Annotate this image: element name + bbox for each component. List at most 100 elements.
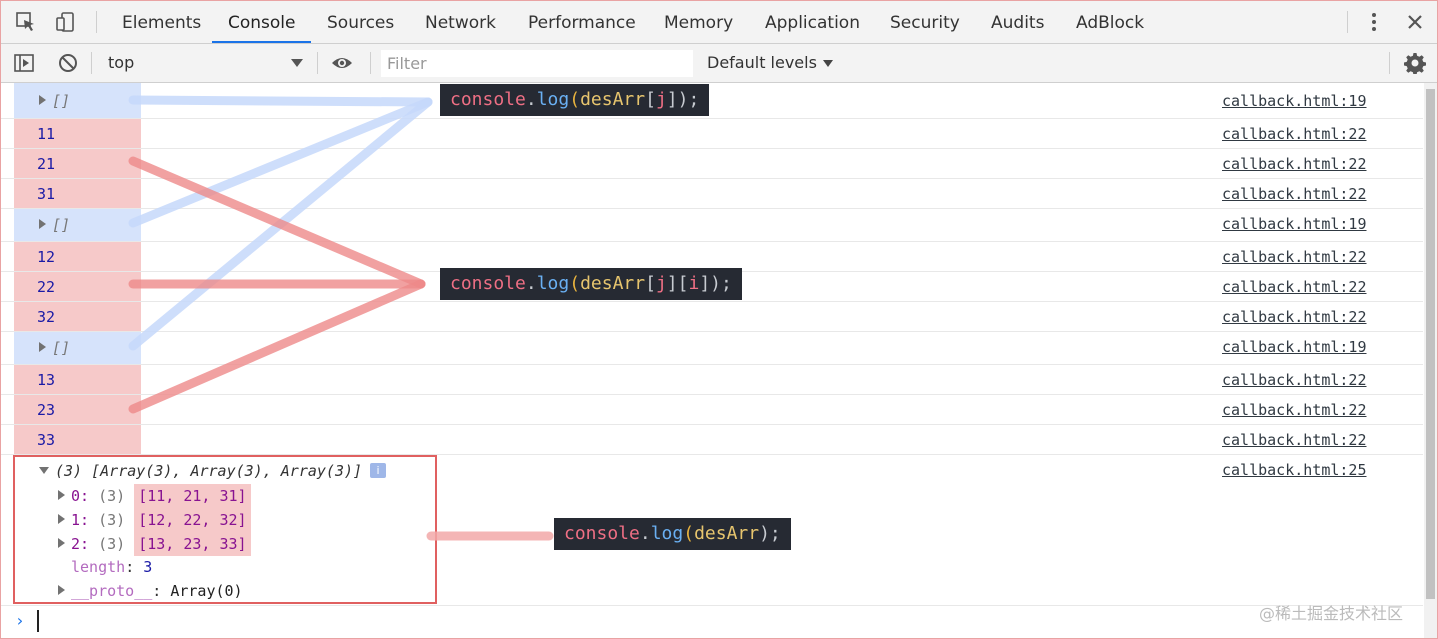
console-row[interactable]: 32 callback.html:22 (1, 302, 1423, 332)
console-input-caret[interactable] (37, 610, 39, 632)
source-link[interactable]: callback.html:25 (1222, 461, 1367, 479)
tab-application[interactable]: Application (765, 13, 860, 33)
context-selector[interactable]: top (99, 44, 309, 82)
close-icon[interactable] (1404, 11, 1426, 33)
row-highlight (14, 272, 141, 301)
toolbar-separator (1389, 52, 1390, 74)
eye-icon[interactable] (331, 52, 353, 74)
console-row-object[interactable]: callback.html:25 (1, 455, 1423, 606)
console-row[interactable]: 22 callback.html:22 (1, 272, 1423, 302)
filter-input[interactable]: Filter (381, 50, 693, 77)
inspect-element-icon[interactable] (15, 11, 37, 33)
log-levels-dropdown[interactable]: Default levels (707, 53, 833, 72)
array-preview[interactable]: [] (39, 339, 70, 357)
log-value: 11 (37, 125, 56, 143)
gear-icon[interactable] (1404, 52, 1426, 74)
log-value: 21 (37, 155, 56, 173)
expand-triangle-icon (39, 219, 46, 229)
source-link[interactable]: callback.html:19 (1222, 92, 1367, 110)
toolbar-separator (370, 52, 371, 74)
log-value: 23 (37, 401, 56, 419)
devtools-tabbar: Elements Console Sources Network Perform… (1, 1, 1437, 44)
row-highlight (14, 365, 141, 394)
log-value: 31 (37, 185, 56, 203)
row-highlight (14, 242, 141, 271)
array-preview[interactable]: [] (39, 92, 70, 110)
object-length: length: 3 (71, 558, 153, 576)
console-toolbar: top Filter Default levels (1, 44, 1437, 83)
show-sidebar-icon[interactable] (13, 52, 35, 74)
row-highlight (14, 179, 141, 208)
row-highlight (14, 332, 141, 364)
log-value: 33 (37, 431, 56, 449)
tab-network[interactable]: Network (425, 13, 496, 33)
source-link[interactable]: callback.html:19 (1222, 215, 1367, 233)
highlight-box (13, 455, 437, 604)
annotation-log-desarr-j: console.log(desArr[j]); (440, 84, 710, 116)
source-link[interactable]: callback.html:22 (1222, 125, 1367, 143)
active-tab-indicator (212, 41, 311, 43)
tab-console[interactable]: Console (228, 13, 296, 33)
tab-adblock[interactable]: AdBlock (1076, 13, 1145, 33)
console-scrollbar[interactable] (1424, 83, 1437, 638)
expand-triangle-icon (39, 95, 46, 105)
row-highlight (14, 425, 141, 454)
expand-triangle-icon (39, 342, 46, 352)
row-highlight (14, 83, 141, 118)
console-row[interactable]: [] callback.html:19 (1, 332, 1423, 365)
row-highlight (14, 395, 141, 424)
object-item-1[interactable]: 1: (3) [12, 22, 32] (58, 508, 251, 532)
more-options-icon[interactable] (1363, 11, 1385, 33)
console-row[interactable]: 13 callback.html:22 (1, 365, 1423, 395)
watermark: @稀土掘金技术社区 (1259, 604, 1404, 623)
console-row[interactable]: [] callback.html:19 (1, 83, 1423, 119)
console-row[interactable]: 31 callback.html:22 (1, 179, 1423, 209)
source-link[interactable]: callback.html:22 (1222, 185, 1367, 203)
annotation-log-desarr-j-i: console.log(desArr[j][i]); (440, 268, 742, 300)
source-link[interactable]: callback.html:22 (1222, 308, 1367, 326)
source-link[interactable]: callback.html:22 (1222, 371, 1367, 389)
tab-security[interactable]: Security (890, 13, 960, 33)
object-item-2[interactable]: 2: (3) [13, 23, 33] (58, 532, 251, 556)
log-value: 13 (37, 371, 56, 389)
object-item-0[interactable]: 0: (3) [11, 21, 31] (58, 484, 251, 508)
context-label: top (108, 53, 135, 72)
console-row[interactable]: 33 callback.html:22 (1, 425, 1423, 455)
source-link[interactable]: callback.html:22 (1222, 431, 1367, 449)
console-prompt-icon: › (15, 611, 25, 630)
source-link[interactable]: callback.html:19 (1222, 338, 1367, 356)
tab-memory[interactable]: Memory (664, 13, 734, 33)
tab-elements[interactable]: Elements (122, 13, 202, 33)
object-header[interactable]: (3) [Array(3), Array(3), Array(3)]i (39, 462, 387, 480)
collapse-triangle-icon (39, 467, 49, 474)
array-value-highlight: [13, 23, 33] (134, 532, 251, 556)
log-value: 32 (37, 308, 56, 326)
scrollbar-thumb[interactable] (1426, 89, 1435, 599)
tab-audits[interactable]: Audits (991, 13, 1045, 33)
device-toolbar-icon[interactable] (55, 11, 77, 33)
tabbar-separator (96, 11, 97, 33)
console-row[interactable]: [] callback.html:19 (1, 209, 1423, 242)
object-proto[interactable]: __proto__: Array(0) (58, 582, 243, 600)
console-row[interactable]: 23 callback.html:22 (1, 395, 1423, 425)
chevron-down-icon (291, 59, 303, 67)
expand-triangle-icon (58, 514, 65, 524)
source-link[interactable]: callback.html:22 (1222, 278, 1367, 296)
toolbar-separator (317, 52, 318, 74)
array-preview[interactable]: [] (39, 216, 70, 234)
tab-performance[interactable]: Performance (528, 13, 636, 33)
source-link[interactable]: callback.html:22 (1222, 155, 1367, 173)
clear-console-icon[interactable] (57, 52, 79, 74)
log-levels-label: Default levels (707, 53, 817, 72)
row-highlight (14, 209, 141, 241)
info-icon: i (370, 463, 387, 478)
tab-sources[interactable]: Sources (327, 13, 395, 33)
log-value: 12 (37, 248, 56, 266)
toolbar-separator (91, 52, 92, 74)
console-row[interactable]: 21 callback.html:22 (1, 149, 1423, 179)
source-link[interactable]: callback.html:22 (1222, 248, 1367, 266)
log-value: 22 (37, 278, 56, 296)
source-link[interactable]: callback.html:22 (1222, 401, 1367, 419)
console-row[interactable]: 11 callback.html:22 (1, 119, 1423, 149)
